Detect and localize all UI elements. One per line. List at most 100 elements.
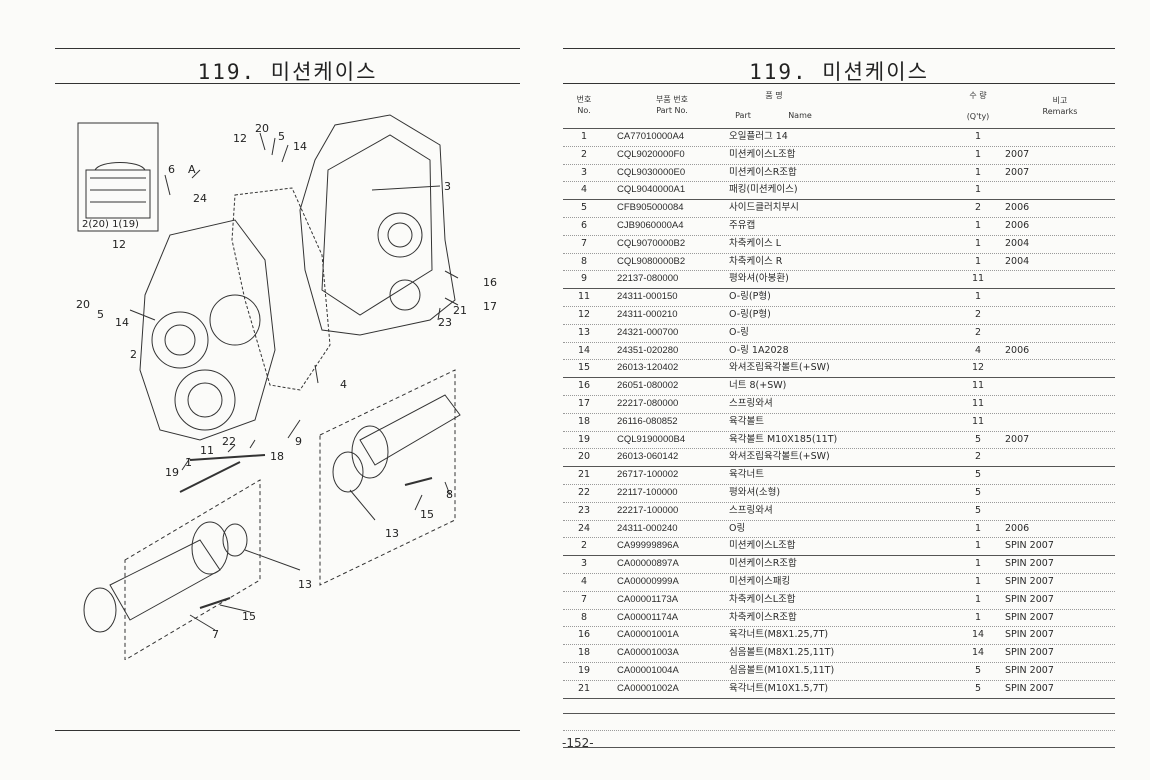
row-part-number: 26013-120402 bbox=[617, 362, 679, 374]
callout-6: 6 bbox=[168, 163, 175, 176]
table-row: 19 CQL9190000B4 육각볼트 M10X185(11T) 5 2007 bbox=[563, 432, 1115, 450]
title-rule-top-right bbox=[563, 48, 1115, 49]
case-right-inner bbox=[321, 134, 433, 316]
row-number: 6 bbox=[580, 219, 588, 231]
row-number: 12 bbox=[577, 308, 591, 320]
row-number: 14 bbox=[577, 344, 591, 356]
row-quantity: 1 bbox=[974, 611, 982, 623]
callout-5b: 5 bbox=[97, 308, 104, 321]
row-remarks: 2004 bbox=[1005, 237, 1030, 249]
header-no-en: No. bbox=[577, 106, 591, 115]
row-part-name: 육각볼트 bbox=[729, 415, 764, 427]
row-part-number: 26013-060142 bbox=[617, 451, 679, 463]
row-quantity: 1 bbox=[974, 148, 982, 160]
parts-table: 번호 No. 부품 번호 Part No. 품 명 Part Name 수 량 … bbox=[563, 88, 1115, 748]
inset-cap-drawing bbox=[85, 162, 151, 219]
row-quantity: 11 bbox=[971, 397, 985, 409]
row-part-number: 22217-080000 bbox=[617, 397, 679, 409]
row-part-number: 24311-000210 bbox=[617, 308, 678, 320]
row-part-name: O-링 1A2028 bbox=[729, 344, 789, 356]
row-remarks: 2006 bbox=[1005, 219, 1030, 231]
header-divider bbox=[563, 128, 1115, 129]
row-remarks: SPIN 2007 bbox=[1005, 611, 1054, 623]
row-remarks: 2004 bbox=[1005, 255, 1030, 267]
callout-8: 8 bbox=[446, 488, 453, 501]
row-remarks: SPIN 2007 bbox=[1005, 664, 1054, 676]
row-quantity: 5 bbox=[974, 682, 982, 694]
row-part-number: CQL9040000A1 bbox=[617, 184, 686, 196]
row-part-name: 미션케이스L조합 bbox=[729, 540, 796, 552]
callout-23: 23 bbox=[438, 316, 452, 329]
row-part-number: CA00001003A bbox=[617, 647, 679, 659]
row-part-name: 차축케이스 R bbox=[729, 255, 783, 267]
row-remarks: SPIN 2007 bbox=[1005, 682, 1054, 694]
row-part-number: 22217-100000 bbox=[617, 504, 679, 516]
row-remarks: SPIN 2007 bbox=[1005, 558, 1054, 570]
row-part-name: 심음볼트(M10X1.5,11T) bbox=[729, 664, 835, 676]
row-remarks: 2007 bbox=[1005, 433, 1030, 445]
case-left-flange bbox=[174, 369, 236, 431]
row-remarks: SPIN 2007 bbox=[1005, 575, 1054, 587]
row-part-name: 미션케이스L조합 bbox=[729, 148, 796, 160]
axle-right-tube bbox=[359, 394, 461, 466]
row-number: 24 bbox=[577, 522, 591, 534]
row-quantity: 5 bbox=[974, 469, 982, 481]
row-number: 16 bbox=[577, 380, 591, 392]
row-part-number: CFB905000084 bbox=[617, 202, 684, 214]
page-title-left: 119. 미션케이스 bbox=[197, 60, 378, 84]
row-part-number: 22117-100000 bbox=[617, 486, 678, 498]
row-part-name: O-링(P형) bbox=[729, 291, 771, 303]
row-number: 8 bbox=[580, 611, 588, 623]
row-number: 17 bbox=[577, 397, 591, 409]
case-right-bore-inner bbox=[387, 222, 413, 248]
row-number: 20 bbox=[577, 451, 591, 463]
row-part-name: 육각볼트 M10X185(11T) bbox=[729, 433, 838, 445]
row-quantity: 5 bbox=[974, 486, 982, 498]
row-part-name: 스프링와셔 bbox=[729, 504, 773, 516]
callout-12b: 12 bbox=[112, 238, 126, 251]
row-remarks: SPIN 2007 bbox=[1005, 629, 1054, 641]
row-part-number: CA99999896A bbox=[617, 540, 679, 552]
row-number: 19 bbox=[577, 664, 591, 676]
row-number: 18 bbox=[577, 415, 591, 427]
callout-17: 17 bbox=[483, 300, 497, 313]
row-number: 16 bbox=[577, 629, 591, 641]
title-rule-bottom bbox=[55, 83, 520, 84]
row-part-number: CQL9190000B4 bbox=[617, 433, 686, 445]
row-number: 7 bbox=[580, 237, 588, 249]
oring-13b bbox=[222, 523, 248, 557]
row-part-name: 주유캡 bbox=[729, 219, 756, 231]
row-quantity: 1 bbox=[974, 593, 982, 605]
row-part-name: 차축케이스R조합 bbox=[729, 611, 797, 623]
row-quantity: 2 bbox=[974, 451, 982, 463]
row-quantity: 1 bbox=[974, 166, 982, 178]
row-part-name: 미션케이스패킹 bbox=[729, 575, 791, 587]
title-rule-top bbox=[55, 48, 520, 49]
row-quantity: 1 bbox=[974, 219, 982, 231]
page-title-right: 119. 미션케이스 bbox=[749, 60, 929, 84]
row-number: 19 bbox=[577, 433, 591, 445]
callout-3: 3 bbox=[444, 180, 451, 193]
row-quantity: 5 bbox=[974, 433, 982, 445]
row-part-number: CQL9080000B2 bbox=[617, 255, 686, 267]
row-quantity: 5 bbox=[974, 664, 982, 676]
row-part-name: 와셔조립육각볼트(+SW) bbox=[729, 362, 830, 374]
row-quantity: 1 bbox=[974, 184, 982, 196]
row-number: 21 bbox=[577, 682, 591, 694]
axle-left-end bbox=[83, 587, 117, 633]
row-part-number: CA00001174A bbox=[617, 611, 679, 623]
left-page: 119. 미션케이스 bbox=[0, 0, 545, 780]
parts-table-header: 번호 No. 부품 번호 Part No. 품 명 Part Name 수 량 … bbox=[563, 88, 1115, 128]
row-remarks: 2006 bbox=[1005, 522, 1030, 534]
header-name-part: Part bbox=[735, 111, 751, 120]
inset-box bbox=[77, 122, 159, 232]
